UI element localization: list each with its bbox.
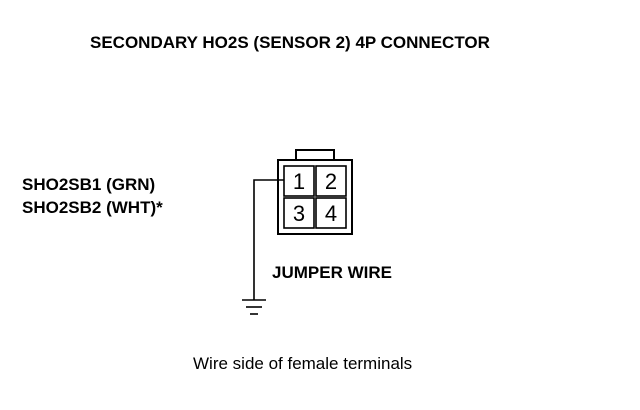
diagram-title: SECONDARY HO2S (SENSOR 2) 4P CONNECTOR (90, 33, 490, 52)
diagram-caption: Wire side of female terminals (193, 354, 413, 373)
ground-icon (242, 299, 266, 315)
pin-number-3: 3 (293, 201, 305, 226)
jumper-wire (253, 179, 284, 300)
cavity-3 (283, 197, 315, 229)
cavity-4 (315, 197, 347, 229)
pin-number-4: 4 (325, 201, 337, 226)
connector-latch (295, 149, 335, 160)
cavity-1 (283, 165, 315, 197)
terminal-label-sho2sb2: SHO2SB2 (WHT)* (22, 198, 163, 217)
pin-number-2: 2 (325, 169, 337, 194)
pin-number-1: 1 (293, 169, 305, 194)
jumper-wire-label: JUMPER WIRE (272, 263, 392, 282)
terminal-label-sho2sb1: SHO2SB1 (GRN) (22, 175, 156, 194)
connector-housing (277, 159, 353, 235)
cavity-2 (315, 165, 347, 197)
